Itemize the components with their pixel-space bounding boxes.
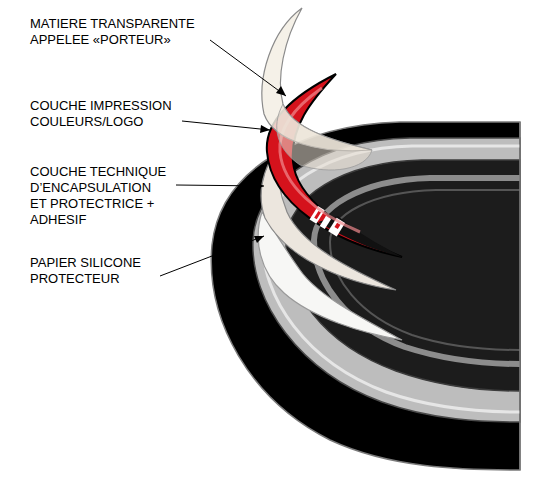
print-layer-dark-end <box>318 216 402 257</box>
arrow-head <box>260 125 270 133</box>
layer-label: PAPIER SILICONE PROTECTEUR <box>30 255 205 287</box>
leader-line <box>182 121 270 130</box>
rim-edge <box>519 122 521 470</box>
layer-label: COUCHE TECHNIQUE D’ENCAPSULATION ET PROT… <box>30 164 169 228</box>
leader-line <box>210 40 286 96</box>
arrow-head <box>254 236 264 243</box>
arrow-head <box>276 86 286 96</box>
logo-mark <box>314 211 321 219</box>
print-layer <box>267 74 402 257</box>
rim-inner <box>286 160 520 391</box>
carrier-layer-overlap <box>277 104 372 170</box>
leader-line <box>160 236 264 276</box>
layer-label: COUCHE IMPRESSION COULEURS/LOGO <box>30 98 205 130</box>
rim-body <box>211 122 520 470</box>
leader-line <box>176 185 264 186</box>
layer-label: MATIERE TRANSPARENTE APPELEE «PORTEUR» <box>30 16 205 48</box>
arrow-head <box>255 182 264 190</box>
